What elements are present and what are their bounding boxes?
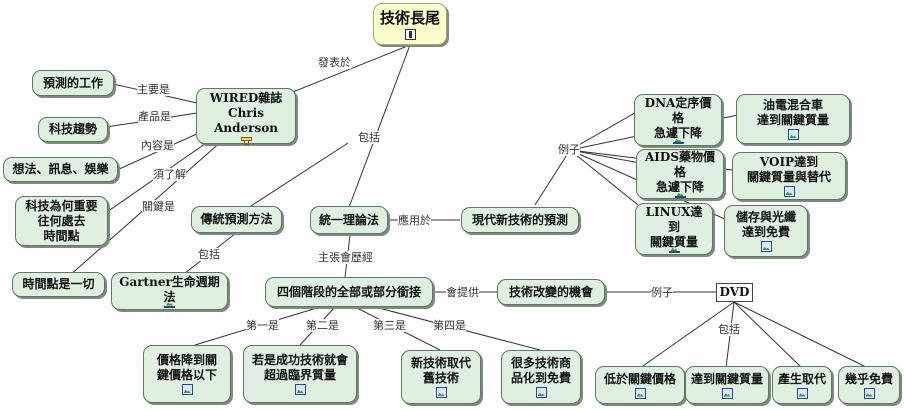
- aids-label: AIDS藥物價格 急遽下降: [645, 150, 715, 194]
- dvd4-label: 幾乎免費: [844, 371, 893, 386]
- film-icon[interactable]: [404, 28, 416, 40]
- dvd-node[interactable]: DVD: [716, 283, 753, 302]
- link-label-second: 第二是: [306, 319, 339, 332]
- link-label-third: 第三是: [373, 319, 406, 332]
- unified-node[interactable]: 統一理論法: [310, 206, 388, 234]
- tech-trend-node[interactable]: 科技趨勢: [38, 117, 108, 142]
- gartner-node[interactable]: Gartner生命週期法: [111, 272, 228, 310]
- image-icon[interactable]: [435, 387, 447, 398]
- stage4-node[interactable]: 很多技術商 品化到免費: [501, 350, 581, 404]
- link-label-content: 內容是: [141, 139, 174, 152]
- dna-node[interactable]: DNA定序價格 急遽下降: [634, 94, 722, 146]
- storage-node[interactable]: 儲存與光纖 達到免費: [724, 205, 808, 257]
- stage3-node[interactable]: 新技術取代 舊技術: [401, 350, 481, 404]
- opportunity-node[interactable]: 技術改變的機會: [497, 279, 605, 305]
- dvd2-node[interactable]: 達到關鍵質量: [685, 366, 769, 404]
- dvd4-node[interactable]: 幾乎免費: [838, 366, 900, 404]
- image-icon[interactable]: [634, 387, 646, 399]
- image-icon[interactable]: [760, 241, 772, 252]
- linux-label: LINUX達到 關鍵質量: [645, 205, 703, 249]
- image-icon[interactable]: [535, 387, 547, 398]
- ideas-label: 想法、訊息、娛樂: [12, 162, 109, 176]
- image-icon[interactable]: [164, 305, 175, 308]
- link-label-key: 關鍵是: [142, 200, 175, 213]
- four-stages-node[interactable]: 四個階段的全部或部分銜接: [265, 277, 433, 307]
- dvd1-label: 低於關鍵價格: [603, 371, 676, 386]
- link-label-fourth: 第四是: [433, 319, 466, 332]
- opportunity-label: 技術改變的機會: [508, 284, 593, 299]
- four-stages-label: 四個階段的全部或部分銜接: [276, 284, 421, 299]
- link-label-claims-stages: 主張會歷經: [318, 251, 373, 264]
- dvd-label: DVD: [719, 285, 750, 299]
- image-icon[interactable]: [672, 142, 684, 144]
- ideas-node[interactable]: 想法、訊息、娛樂: [3, 157, 118, 182]
- modern-label: 現代新技術的預測: [471, 212, 568, 227]
- traditional-label: 傳統預測方法: [200, 212, 273, 226]
- modern-node[interactable]: 現代新技術的預測: [461, 207, 579, 233]
- tech-trend-label: 科技趨勢: [48, 122, 97, 136]
- link-label-must-know: 須了解: [153, 168, 186, 181]
- aids-node[interactable]: AIDS藥物價格 急遽下降: [636, 149, 724, 199]
- stage3-label: 新技術取代 舊技術: [410, 356, 471, 385]
- stage1-node[interactable]: 價格降到關 鍵價格以下: [143, 345, 231, 403]
- predict-work-node[interactable]: 預測的工作: [32, 70, 114, 96]
- voip-node[interactable]: VOIP達到 關鍵質量與替代: [732, 152, 846, 200]
- voip-label: VOIP達到 關鍵質量與替代: [746, 155, 831, 184]
- why-matters-label: 科技為何重要 往何處去 時間點: [25, 198, 98, 243]
- timing-node[interactable]: 時間點是一切: [12, 272, 105, 297]
- wired-label: WIRED雜誌 Chris Anderson: [209, 91, 283, 135]
- predict-work-label: 預測的工作: [42, 75, 103, 90]
- image-icon[interactable]: [787, 129, 799, 140]
- link-label-includes-3: 包括: [718, 323, 740, 336]
- image-icon[interactable]: [181, 384, 193, 395]
- stage2-node[interactable]: 若是成功技術就會 超過臨界質量: [243, 345, 357, 403]
- image-icon[interactable]: [796, 387, 808, 399]
- unified-label: 統一理論法: [318, 212, 379, 227]
- storage-label: 儲存與光纖 達到免費: [735, 210, 796, 239]
- link-label-published-in: 發表於: [318, 56, 351, 69]
- dna-label: DNA定序價格 急遽下降: [644, 96, 712, 140]
- dvd3-label: 產生取代: [777, 371, 826, 386]
- timing-label: 時間點是一切: [22, 277, 95, 291]
- hybrid-node[interactable]: 油電混合車 達到關鍵質量: [736, 94, 850, 144]
- stage2-label: 若是成功技術就會 超過臨界質量: [251, 353, 348, 382]
- image-icon[interactable]: [674, 196, 686, 198]
- image-icon[interactable]: [863, 387, 875, 399]
- link-label-example: 例子: [558, 143, 580, 156]
- dvd3-node[interactable]: 產生取代: [772, 366, 832, 404]
- root-label: 技術長尾: [379, 8, 440, 27]
- stage4-label: 很多技術商 品化到免費: [510, 356, 571, 385]
- traditional-node[interactable]: 傳統預測方法: [191, 206, 282, 233]
- image-icon[interactable]: [668, 251, 680, 253]
- root-node[interactable]: 技術長尾: [373, 3, 447, 45]
- image-icon[interactable]: [783, 186, 795, 197]
- link-label-example-2: 例子: [651, 286, 673, 299]
- hybrid-label: 油電混合車 達到關鍵質量: [756, 98, 829, 127]
- link-label-includes: 包括: [358, 131, 380, 144]
- link-label-product: 產品是: [138, 110, 171, 123]
- gartner-label: Gartner生命週期法: [119, 274, 220, 304]
- document-icon[interactable]: [240, 137, 252, 145]
- dvd1-node[interactable]: 低於關鍵價格: [595, 366, 685, 404]
- image-icon[interactable]: [294, 384, 306, 395]
- link-label-mainly: 主要是: [137, 83, 170, 96]
- link-label-provides: 會提供: [446, 286, 479, 299]
- dvd2-label: 達到關鍵質量: [690, 371, 763, 386]
- why-matters-node[interactable]: 科技為何重要 往何處去 時間點: [15, 196, 108, 246]
- link-label-first: 第一是: [246, 319, 279, 332]
- linux-node[interactable]: LINUX達到 關鍵質量: [635, 203, 713, 255]
- link-label-includes-2: 包括: [198, 248, 220, 261]
- wired-node[interactable]: WIRED雜誌 Chris Anderson: [196, 88, 296, 145]
- stage1-label: 價格降到關 鍵價格以下: [156, 353, 217, 382]
- image-icon[interactable]: [721, 387, 733, 399]
- link-label-applied-to: 應用於: [398, 214, 431, 227]
